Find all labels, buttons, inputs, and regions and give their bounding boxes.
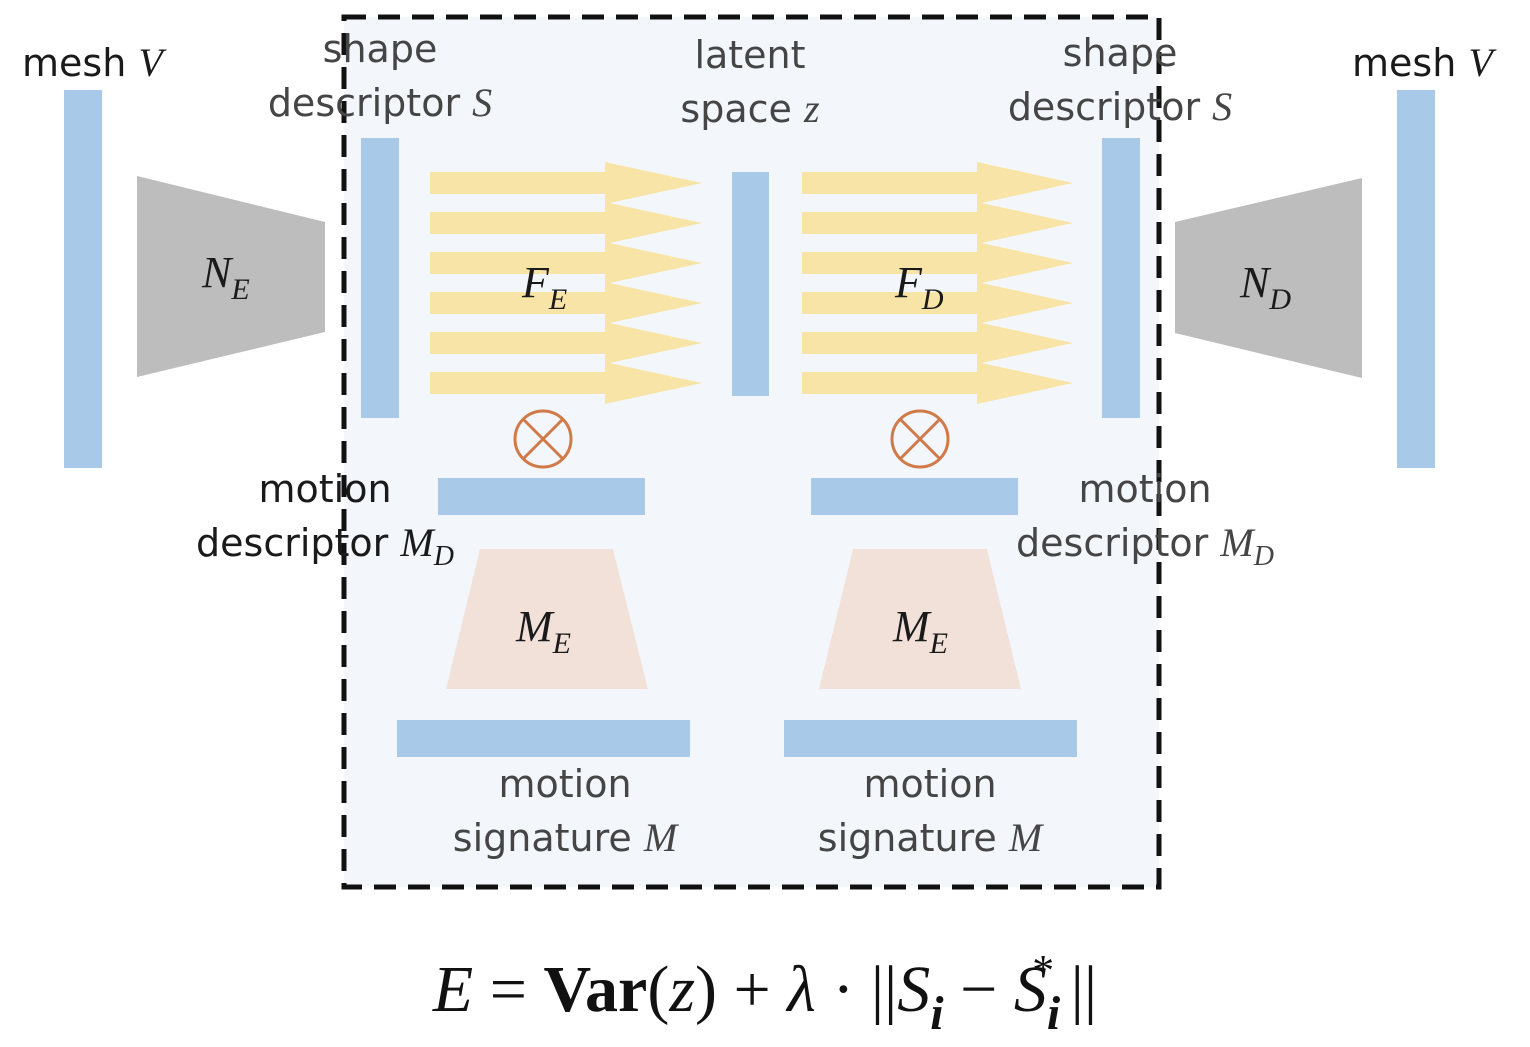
motion-descriptor-bar-left [438, 478, 645, 515]
symbol-FE: FE [522, 258, 568, 316]
motion-descriptor-label-right: motion descriptor MD [1016, 467, 1274, 572]
FE-arrow-4 [430, 282, 702, 324]
FD-arrow-5 [802, 322, 1073, 364]
motion-signature-bar-right [784, 720, 1077, 757]
flow-arrows-FD [802, 162, 1073, 404]
motion-signature-label-right: motion signature M [817, 762, 1043, 860]
motion-descriptor-label-left: motion descriptor MD [196, 467, 454, 572]
motion-descriptor-bar-right [811, 478, 1018, 515]
FD-arrow-4 [802, 282, 1073, 324]
motion-signature-bar-left [397, 720, 690, 757]
symbol-FD: FD [895, 258, 944, 316]
shape-descriptor-label-right: shape descriptor S [1007, 31, 1233, 129]
symbol-ND: ND [1240, 258, 1292, 316]
flow-arrows-FE [430, 162, 702, 404]
otimes-left-icon [513, 409, 573, 469]
motion-encoder-left [446, 549, 648, 689]
FE-arrow-1 [430, 162, 702, 204]
shape-descriptor-bar-left [361, 138, 399, 418]
FE-arrow-6 [430, 362, 702, 404]
symbol-ME-left: ME [516, 602, 571, 660]
FD-arrow-3 [802, 242, 1073, 284]
FD-arrow-1 [802, 162, 1073, 204]
mesh-label-left: mesh V [22, 40, 163, 85]
latent-space-label: latent space z [680, 33, 820, 131]
mesh-bar-right [1397, 90, 1435, 468]
symbol-NE: NE [202, 248, 250, 306]
latent-bar [732, 172, 769, 396]
motion-signature-label-left: motion signature M [452, 762, 678, 860]
otimes-right-icon [890, 409, 950, 469]
FD-arrow-6 [802, 362, 1073, 404]
mesh-label-right: mesh V [1352, 40, 1493, 85]
shape-descriptor-bar-right [1102, 138, 1140, 418]
FE-arrow-3 [430, 242, 702, 284]
encoder-NE [137, 176, 325, 377]
FE-arrow-5 [430, 322, 702, 364]
FD-arrow-2 [802, 202, 1073, 244]
decoder-ND [1175, 178, 1362, 378]
energy-equation: E = Var(z) + λ · ||Si − Si* || [432, 946, 1098, 1040]
FE-arrow-2 [430, 202, 702, 244]
motion-encoder-right [819, 549, 1021, 689]
shape-descriptor-label-left: shape descriptor S [267, 27, 493, 125]
symbol-ME-right: ME [893, 602, 948, 660]
mesh-bar-left [64, 90, 102, 468]
